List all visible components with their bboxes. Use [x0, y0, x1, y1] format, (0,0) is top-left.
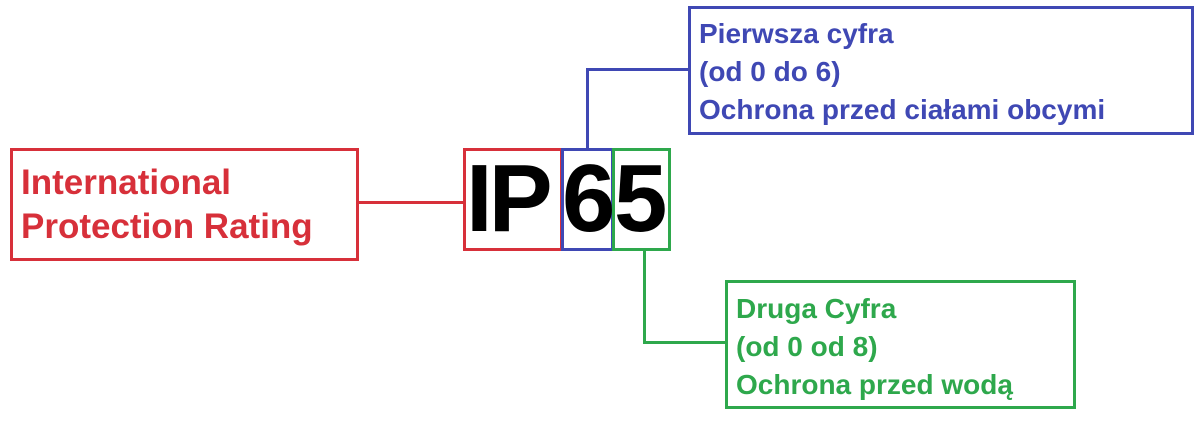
prefix-highlight-box [463, 148, 563, 251]
second-digit-label-line-3: Ochrona przed wodą [736, 369, 1013, 400]
prefix-connector-line [358, 201, 464, 204]
prefix-label-line-2: Protection Rating [21, 207, 313, 246]
second-digit-connector-horizontal [643, 341, 726, 344]
ip-code-second-digit: 5 [614, 145, 667, 252]
first-digit-label-text: Pierwsza cyfra (od 0 do 6) Ochrona przed… [699, 15, 1191, 129]
second-digit-label-box: Druga Cyfra (od 0 od 8) Ochrona przed wo… [725, 280, 1076, 409]
first-digit-label-line-2: (od 0 do 6) [699, 56, 841, 87]
second-digit-label-line-1: Druga Cyfra [736, 293, 897, 324]
ip-code-prefix: IP [466, 145, 553, 252]
first-digit-label-box: Pierwsza cyfra (od 0 do 6) Ochrona przed… [688, 6, 1194, 135]
first-digit-connector-vertical [586, 69, 589, 149]
prefix-label-box: International Protection Rating [10, 148, 359, 261]
second-digit-highlight-box [612, 148, 671, 251]
prefix-label-text: International Protection Rating [21, 161, 356, 249]
prefix-label-line-1: International [21, 163, 232, 202]
first-digit-connector-horizontal [586, 68, 689, 71]
ip-code-first-digit: 6 [562, 145, 615, 252]
first-digit-label-line-3: Ochrona przed ciałami obcymi [699, 94, 1106, 125]
second-digit-label-text: Druga Cyfra (od 0 od 8) Ochrona przed wo… [736, 290, 1073, 404]
first-digit-highlight-box [561, 148, 614, 251]
second-digit-label-line-2: (od 0 od 8) [736, 331, 878, 362]
second-digit-connector-vertical [643, 250, 646, 344]
first-digit-label-line-1: Pierwsza cyfra [699, 18, 894, 49]
